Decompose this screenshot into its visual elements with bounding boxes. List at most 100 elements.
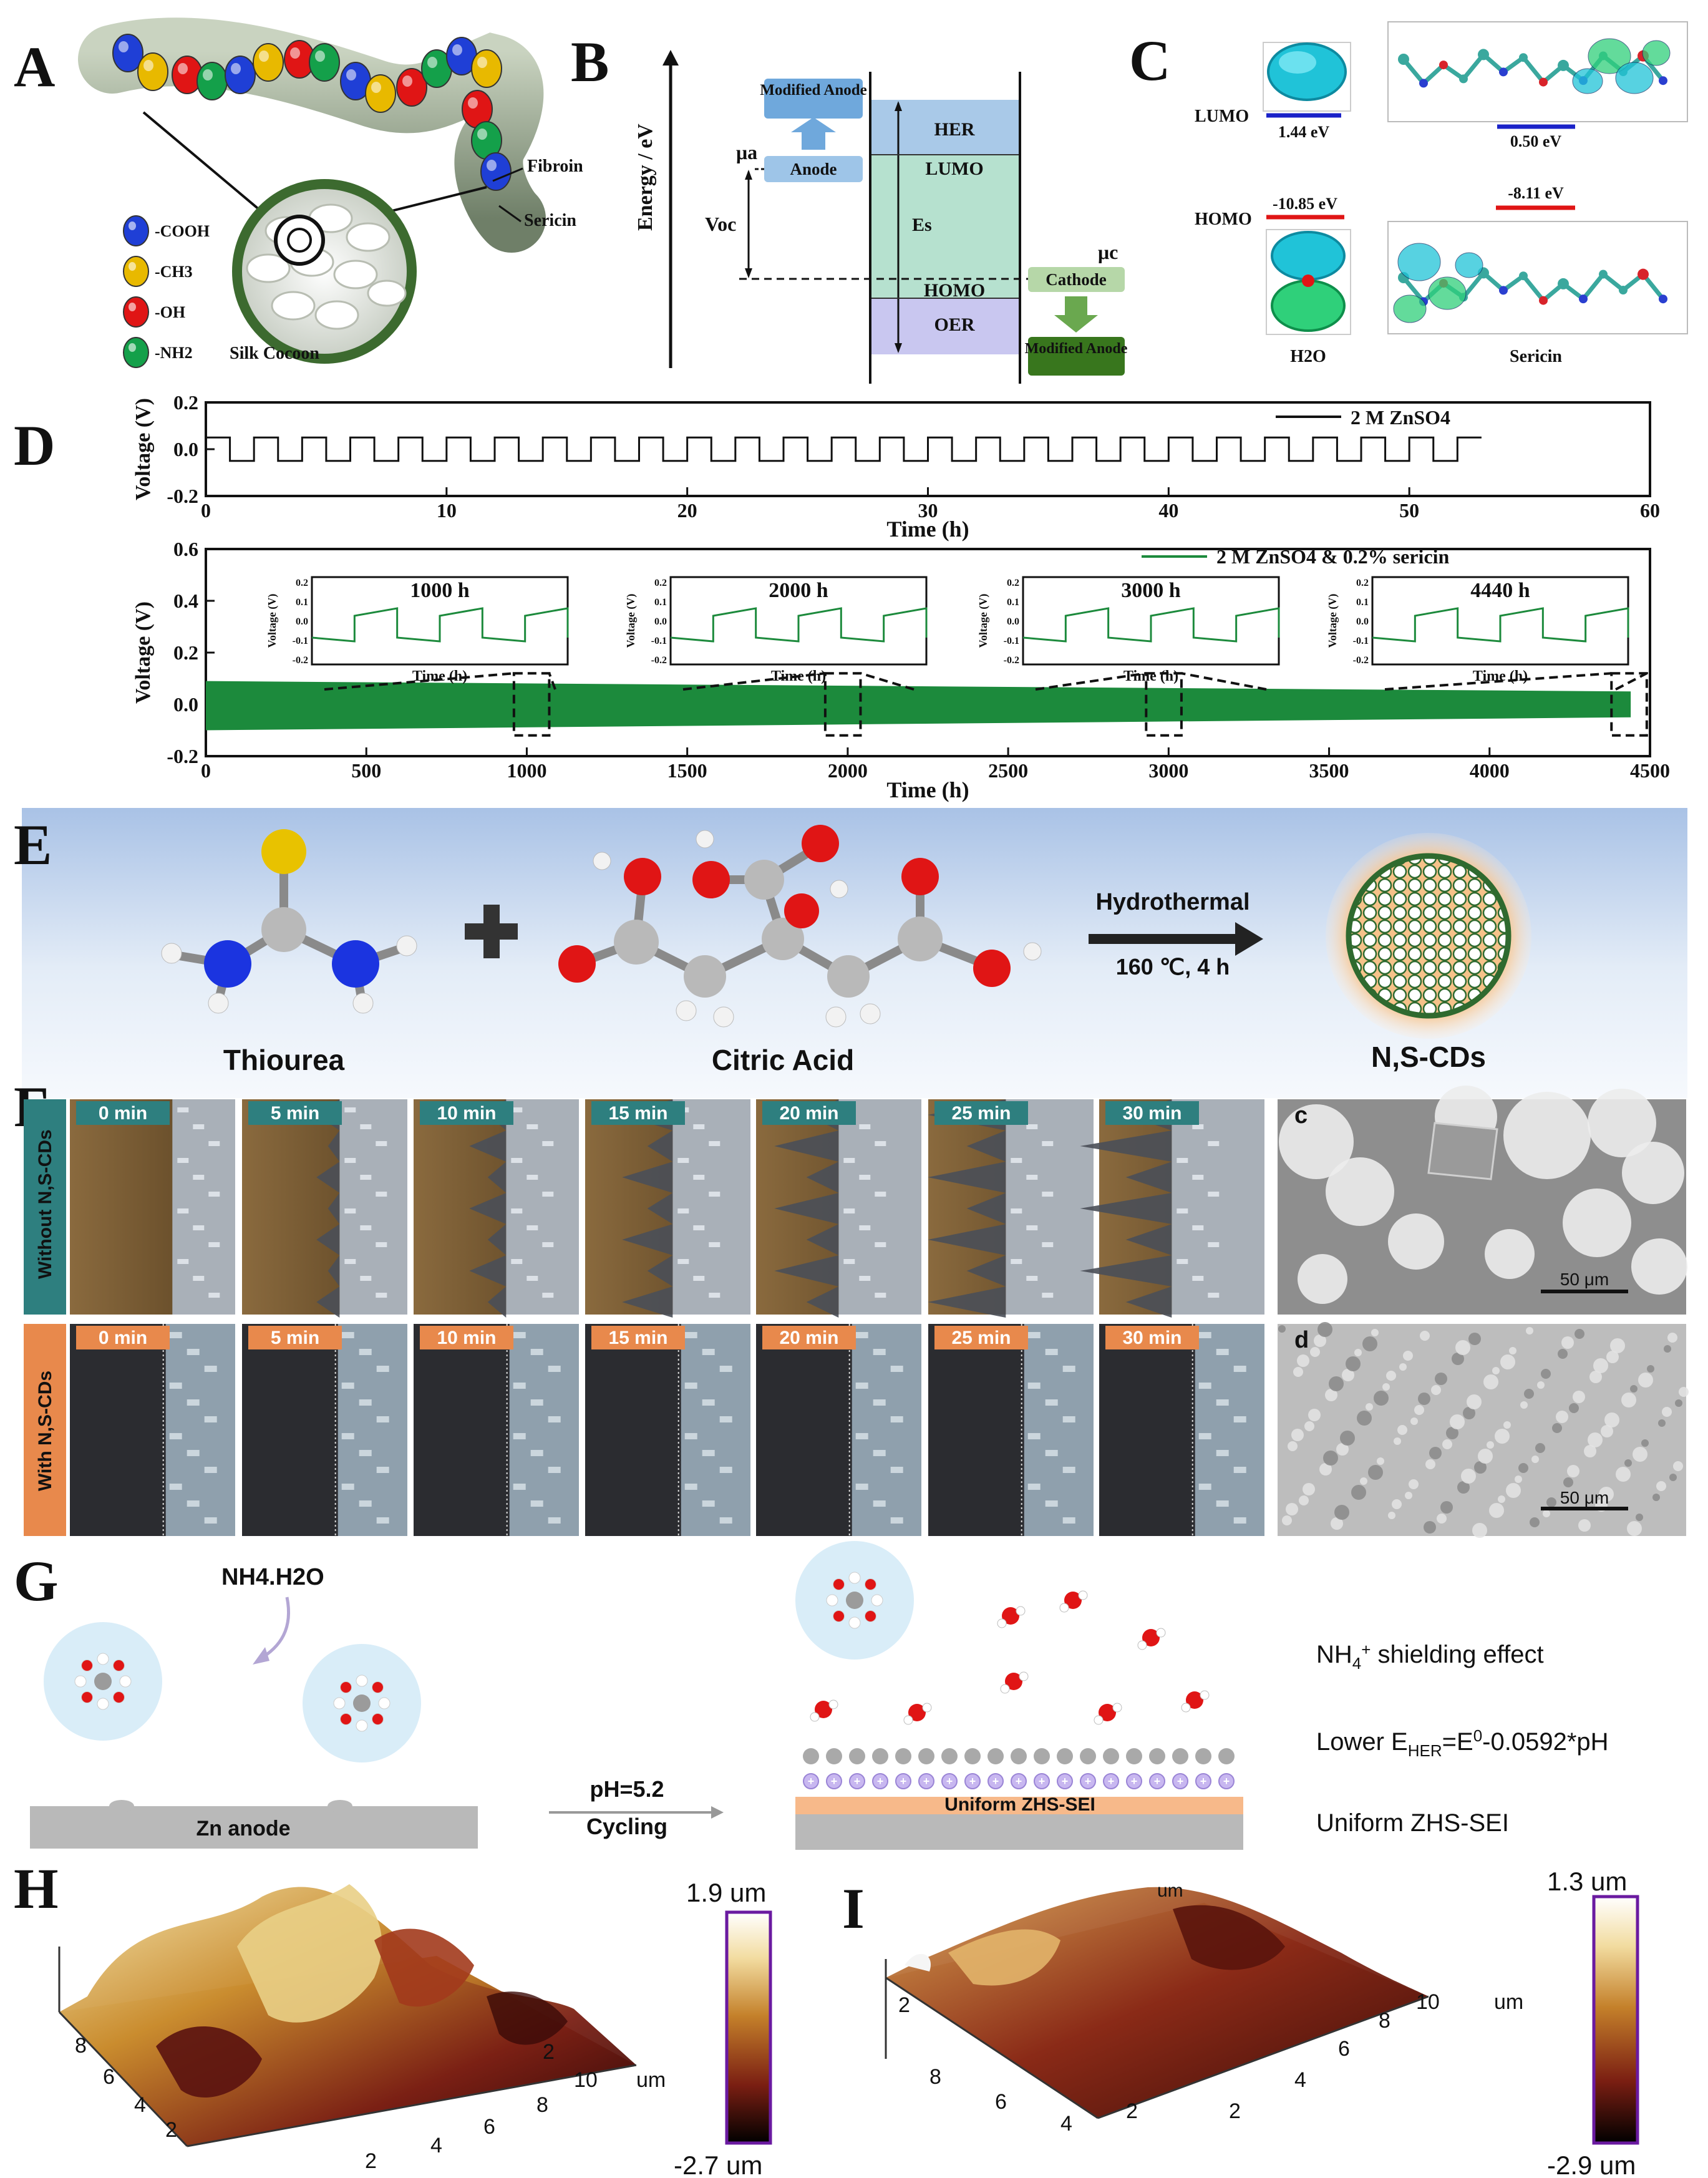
water-molecules	[810, 1590, 1210, 1725]
zinc-texture	[1198, 1484, 1211, 1490]
sem-d-grain	[1286, 1503, 1298, 1515]
nh4-plus-sign: +	[1062, 1775, 1069, 1787]
zinc-texture	[875, 1242, 886, 1247]
water-oxygen	[1064, 1592, 1082, 1609]
time-tag-top	[591, 1101, 685, 1125]
nh4-cation	[1080, 1773, 1096, 1789]
zinc-edge	[506, 1099, 579, 1315]
molecule-atom	[1439, 61, 1448, 70]
nh4-plus-sign: +	[831, 1775, 838, 1787]
sem-d-grain	[1495, 1429, 1510, 1444]
water-hydrogen	[903, 1715, 913, 1725]
zinc-texture	[693, 1276, 705, 1281]
zinc-texture	[187, 1399, 200, 1406]
sem-d-grain	[1520, 1401, 1528, 1409]
sem-d-grain	[1633, 1447, 1647, 1462]
h-y-tick-2: 2	[165, 2118, 177, 2142]
time-tag-bottom	[934, 1326, 1028, 1349]
zinc-texture	[511, 1107, 523, 1112]
h-colorbar-max: 1.9 um	[686, 1878, 766, 1907]
orbital-lobe	[1642, 40, 1671, 66]
molecule-atom	[1499, 67, 1508, 77]
zinc-texture	[693, 1175, 705, 1180]
citric-acid-atoms	[558, 825, 1042, 1028]
zinc-edge	[1172, 1099, 1264, 1315]
molecule-atom	[1419, 79, 1428, 88]
sericin-homo-molecule	[1393, 243, 1667, 323]
water-ligand	[97, 1698, 109, 1710]
molecule-atom	[1519, 53, 1528, 62]
zinc-texture	[177, 1259, 189, 1264]
sem-d-grain	[1641, 1439, 1649, 1447]
time-tag-top-label: 15 min	[608, 1103, 667, 1124]
zinc-texture	[169, 1484, 182, 1490]
water-oxygen	[1005, 1673, 1022, 1690]
bead-highlight	[346, 69, 356, 80]
inset-y-tick: -0.1	[293, 636, 308, 646]
nh4-cation	[1034, 1773, 1050, 1789]
sem-d-grain	[1336, 1443, 1349, 1456]
zinc-texture	[548, 1366, 561, 1372]
shift-down-arrow	[1054, 296, 1098, 333]
x-tick-label: 20	[677, 499, 697, 522]
inset-y-tick: -0.2	[293, 655, 308, 666]
sem-d-grain	[1669, 1474, 1677, 1481]
inset-y-tick: 0.0	[296, 616, 308, 627]
sericin-label: Sericin	[1510, 347, 1562, 366]
row-label-with	[24, 1324, 66, 1536]
zinc-texture	[204, 1517, 217, 1524]
sem-d-grain	[1468, 1333, 1481, 1345]
water-ligand	[112, 1691, 125, 1703]
citric-acid-label: Citric Acid	[712, 1044, 854, 1076]
nh4-cation	[803, 1773, 819, 1789]
sem-d-grain	[1397, 1425, 1407, 1435]
inset-y-tick: 0.2	[1007, 578, 1019, 588]
legend-bead-3	[123, 337, 149, 368]
plus-sign	[465, 905, 518, 958]
zinc-texture	[204, 1416, 217, 1422]
zinc-texture	[1208, 1141, 1220, 1146]
sem-d-grain	[1410, 1417, 1418, 1425]
nh4-plus-sign: +	[1154, 1775, 1161, 1787]
zinc-texture	[1062, 1467, 1075, 1473]
zinc-texture	[513, 1383, 526, 1389]
nh4-cation	[941, 1773, 958, 1789]
sem-d-grain	[1386, 1371, 1396, 1381]
legend-label-2: -OH	[155, 303, 185, 321]
zoom-connector	[1035, 672, 1147, 691]
row-label-without	[24, 1099, 66, 1315]
cocoon-pile	[246, 203, 407, 330]
sem-d-grain	[1558, 1349, 1568, 1359]
sem-d-grain	[1437, 1514, 1447, 1524]
legend-bead-1	[123, 256, 149, 287]
sem-d-grain	[1362, 1336, 1377, 1351]
panel-a: A Fibroin Sericin Silk Cocoon -COOH-CH3-…	[14, 17, 583, 368]
x-tick-label: 2000	[828, 759, 868, 782]
y-tick-label: 0.0	[173, 438, 198, 460]
zoom-connector	[860, 672, 915, 691]
zinc-texture	[526, 1175, 538, 1180]
sem-d-grain	[1340, 1431, 1355, 1446]
x-tick-label: 1000	[507, 759, 546, 782]
bead-highlight	[427, 57, 437, 68]
sem-d-grain	[1636, 1514, 1643, 1521]
zinc-texture	[677, 1208, 689, 1213]
sem-d-grain	[1543, 1510, 1550, 1517]
nh4-plus-sign: +	[1223, 1775, 1230, 1787]
zinc-texture	[341, 1433, 354, 1439]
panel-label-d: D	[14, 414, 55, 477]
zinc-texture	[187, 1450, 200, 1456]
bead-highlight	[468, 97, 478, 109]
water-ligand	[356, 1675, 368, 1687]
zn-ion	[94, 1673, 112, 1690]
water-hydrogen	[810, 1712, 820, 1722]
zinc-texture	[1216, 1450, 1229, 1456]
sem-d-grain	[1442, 1439, 1452, 1449]
sem-d-grain	[1552, 1423, 1562, 1433]
x-tick-label: 4500	[1630, 759, 1670, 782]
zinc-texture	[855, 1332, 868, 1338]
water-ligand	[371, 1681, 384, 1694]
her-label: HER	[934, 119, 974, 140]
zinc-texture	[530, 1450, 543, 1456]
